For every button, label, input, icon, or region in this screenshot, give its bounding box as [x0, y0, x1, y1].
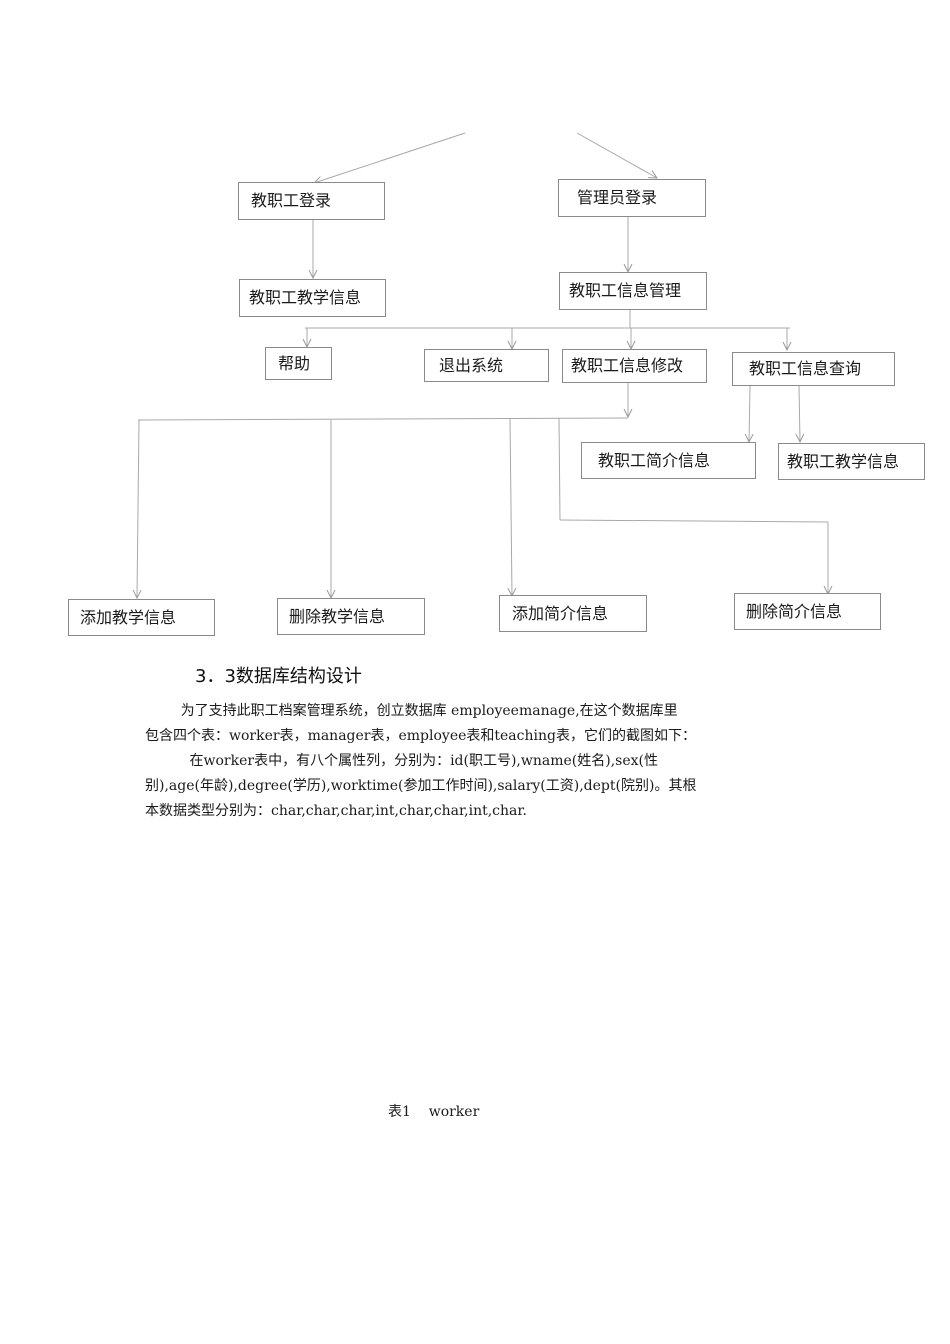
teacher-teaching-info-top-label: 教职工教学信息	[249, 288, 362, 307]
teacher-info-query-label: 教职工信息查询	[749, 359, 862, 378]
delete-teaching-info-label: 删除教学信息	[289, 606, 386, 626]
add-teaching-info-box: 添加教学信息	[68, 599, 215, 636]
add-profile-info-label: 添加简介信息	[512, 603, 609, 623]
teacher-teaching-info-top-box: 教职工教学信息	[239, 279, 386, 317]
add-profile-info-box: 添加简介信息	[499, 595, 647, 632]
paragraph-line: 为了支持此职工档案管理系统，创立数据库 employeemanage,在这个数据…	[145, 703, 678, 719]
paragraph-line: 本数据类型分别为：char,char,char,int,char,char,in…	[145, 803, 527, 819]
arrow-to-admin-login	[576, 132, 657, 178]
exit-system-label: 退出系统	[439, 355, 504, 375]
delete-profile-info-label: 删除简介信息	[746, 601, 843, 621]
paragraph-line: 别),age(年龄),degree(学历),worktime(参加工作时间),s…	[145, 778, 697, 794]
admin-login-box: 管理员登录	[558, 179, 706, 217]
teacher-info-modify-label: 教职工信息修改	[571, 356, 684, 375]
teacher-info-management-label: 教职工信息管理	[569, 281, 682, 300]
teacher-profile-info-label: 教职工简介信息	[598, 450, 711, 470]
help-box: 帮助	[265, 347, 332, 380]
arrow-to-teacher-login	[314, 132, 466, 183]
teacher-profile-info-box: 教职工简介信息	[581, 442, 756, 479]
help-label: 帮助	[278, 353, 311, 373]
flowchart-connectors	[0, 132, 950, 650]
add-teaching-info-label: 添加教学信息	[80, 607, 177, 627]
section-heading: 3．3数据库结构设计	[195, 666, 362, 687]
table-caption: 表1 worker	[388, 1104, 480, 1120]
paragraph-line: 在worker表中，有八个属性列，分别为：id(职工号),wname(姓名),s…	[145, 753, 659, 769]
modify-bus	[137, 417, 629, 421]
teacher-info-modify-box: 教职工信息修改	[562, 349, 707, 383]
exit-system-box: 退出系统	[424, 349, 549, 382]
teacher-info-query-box: 教职工信息查询	[732, 352, 895, 386]
teacher-login-label: 教职工登录	[251, 191, 332, 210]
teacher-teaching-info-bottom-label: 教职工教学信息	[787, 451, 900, 471]
delete-teaching-info-box: 删除教学信息	[277, 598, 425, 635]
teacher-info-management-box: 教职工信息管理	[559, 272, 707, 310]
teacher-teaching-info-bottom-box: 教职工教学信息	[778, 443, 925, 480]
teacher-login-box: 教职工登录	[238, 182, 385, 220]
paragraph-line: 包含四个表：worker表，manager表，employee表和teachin…	[145, 728, 696, 744]
admin-login-label: 管理员登录	[577, 188, 658, 207]
delete-profile-info-box: 删除简介信息	[734, 593, 881, 630]
